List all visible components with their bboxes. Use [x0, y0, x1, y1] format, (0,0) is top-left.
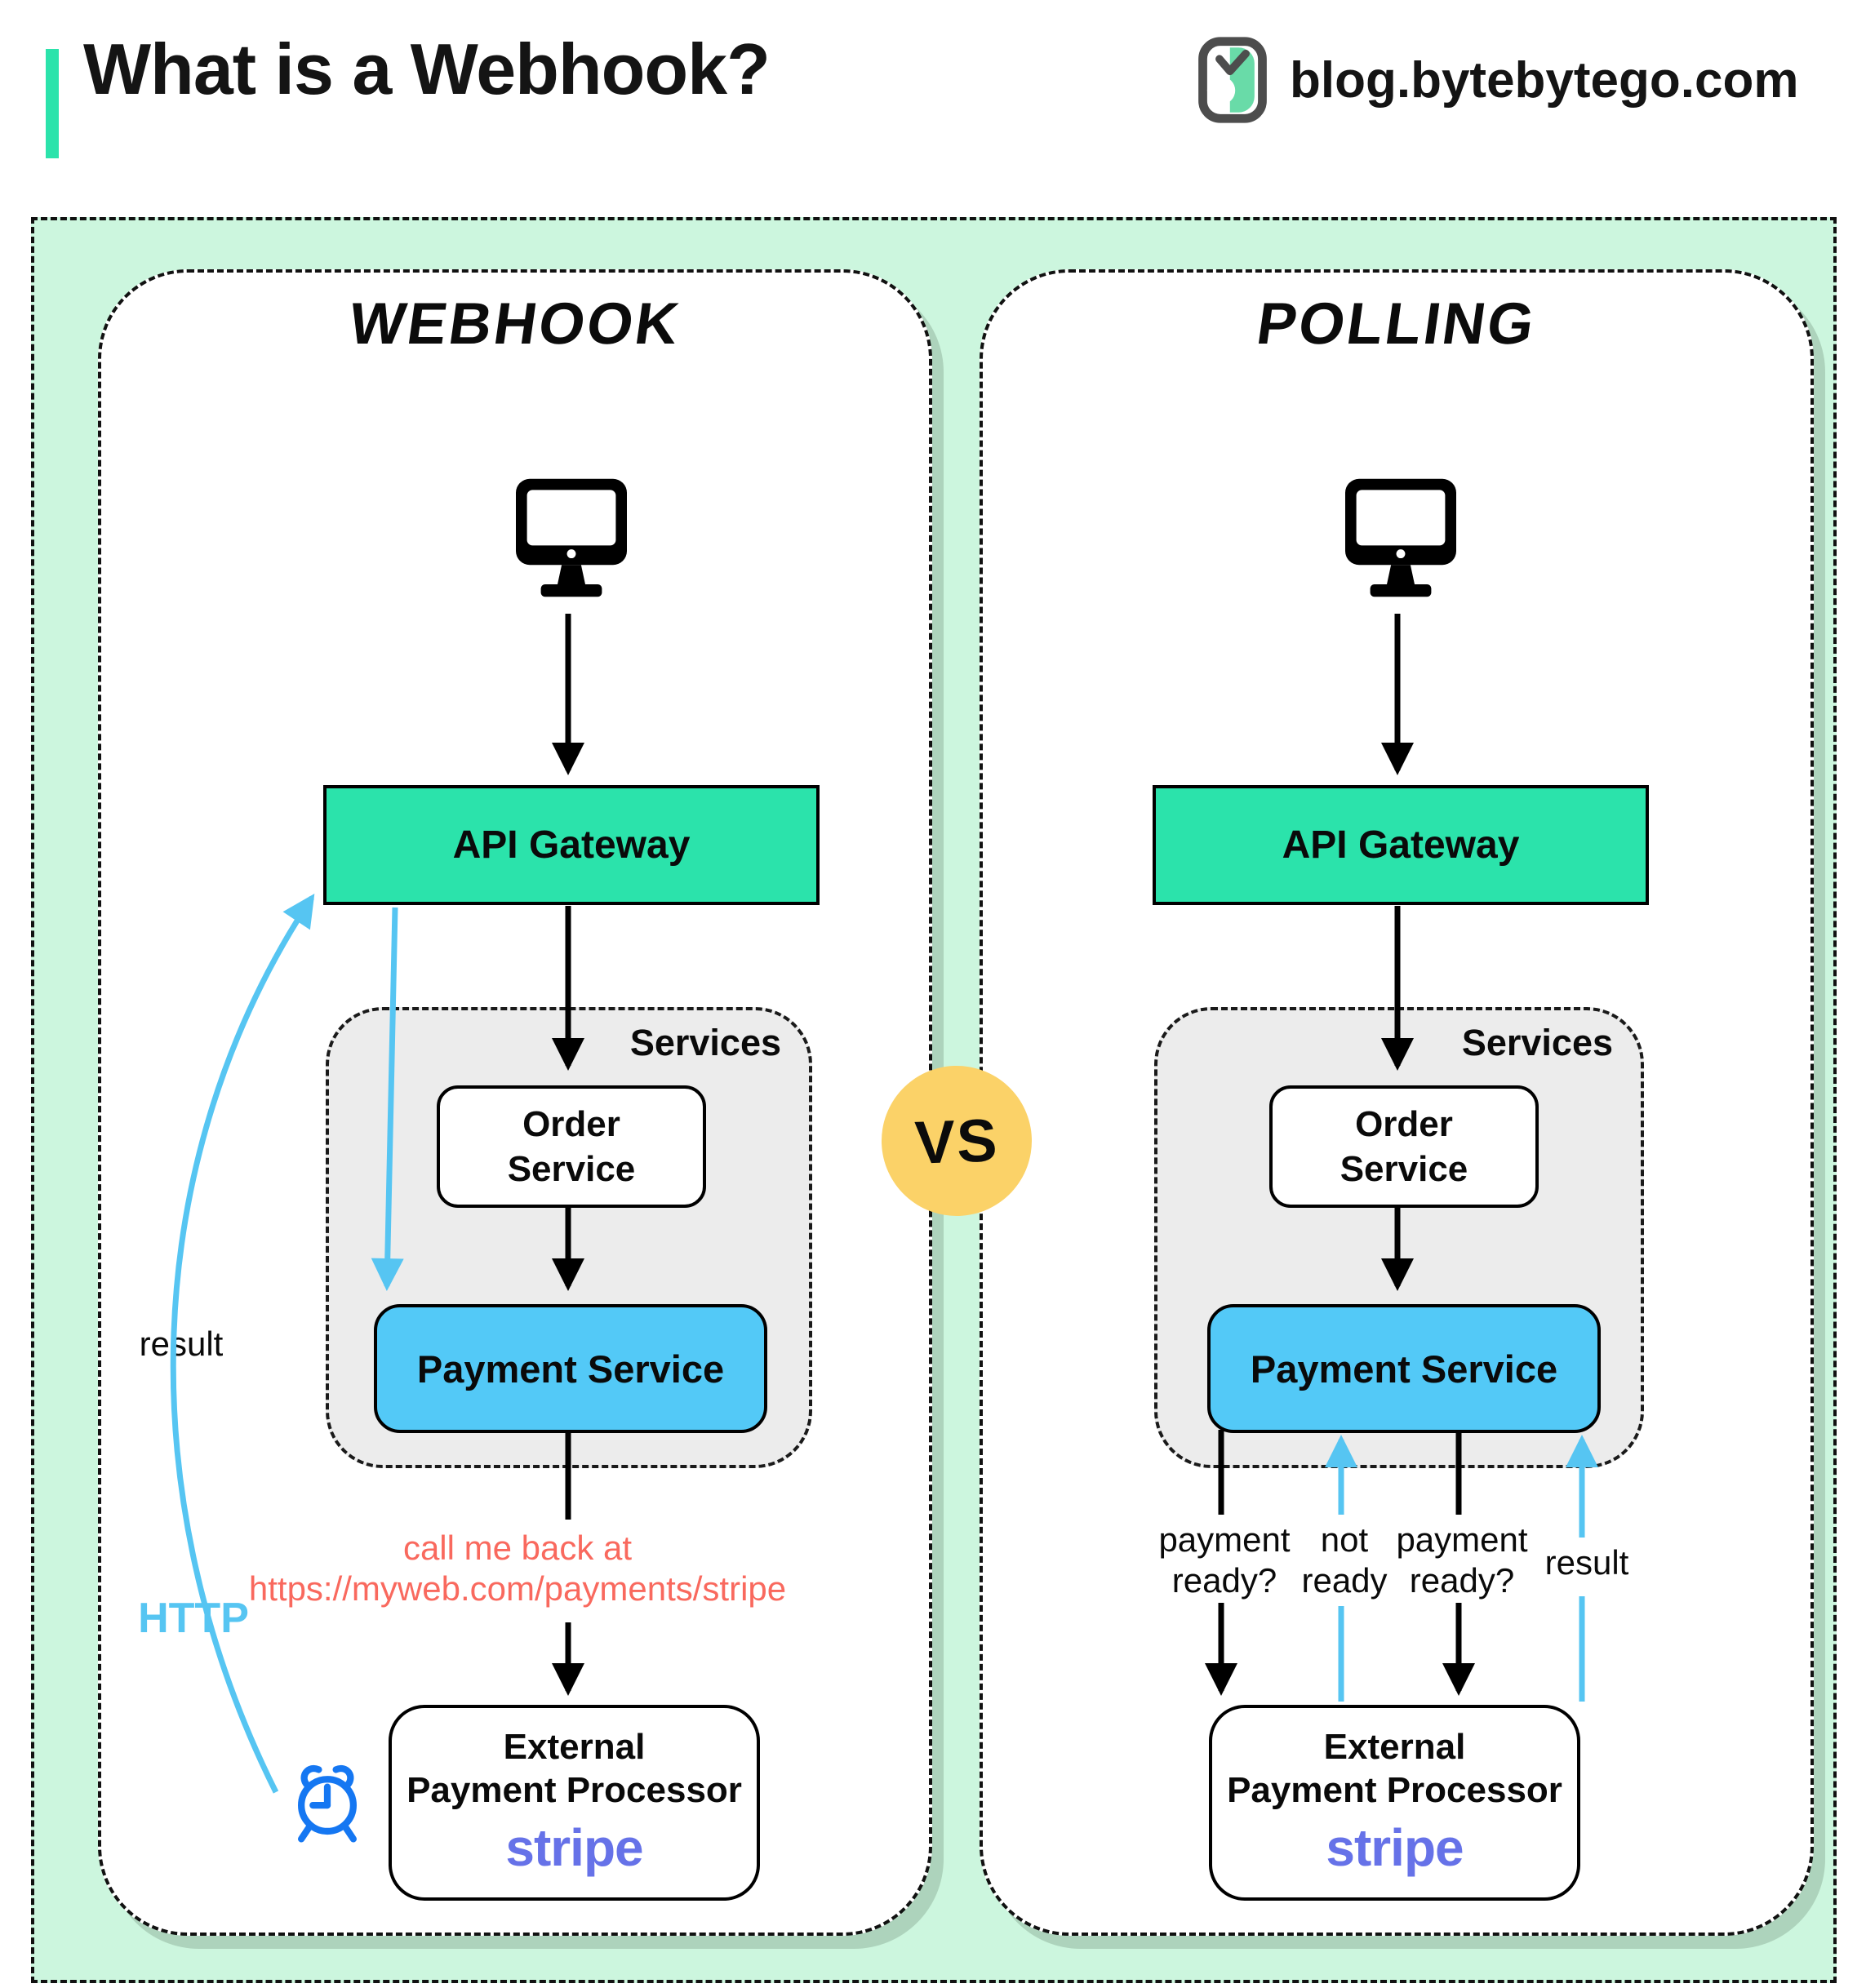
external-line2: Payment Processor: [1227, 1769, 1562, 1810]
result-label: result: [139, 1325, 224, 1363]
poll-label-payment-ready-1: payment ready?: [1158, 1520, 1291, 1600]
brand: blog.bytebytego.com: [1197, 36, 1798, 124]
external-line1: External: [503, 1726, 646, 1767]
payment-service-box: Payment Service: [1207, 1304, 1601, 1433]
title-accent-bar: [46, 49, 59, 158]
services-label: Services: [629, 1022, 781, 1063]
page-title: What is a Webhook?: [83, 29, 771, 109]
stripe-wordmark: stripe: [1326, 1818, 1464, 1878]
panel-title-polling: Polling: [1252, 291, 1541, 357]
http-label: HTTP: [138, 1595, 249, 1642]
api-gateway-box: API Gateway: [323, 785, 820, 905]
desktop-computer-icon: [502, 468, 641, 617]
services-group: Services Order Service Payment Service: [326, 1007, 812, 1468]
panel-polling: Polling API Gateway Services Order Servi…: [980, 269, 1814, 1936]
poll-label-result: result: [1544, 1543, 1629, 1582]
callback-line1: call me back at: [402, 1529, 633, 1567]
order-service-box: Order Service: [1269, 1085, 1539, 1208]
payment-service-box: Payment Service: [374, 1304, 767, 1433]
callback-line2: https://myweb.com/payments/stripe: [248, 1569, 787, 1609]
services-label: Services: [1461, 1022, 1613, 1063]
external-processor-box: External Payment Processor stripe: [389, 1705, 760, 1901]
api-gateway-box: API Gateway: [1153, 785, 1649, 905]
external-line2: Payment Processor: [407, 1769, 742, 1810]
order-service-box: Order Service: [437, 1085, 706, 1208]
site-url: blog.bytebytego.com: [1290, 51, 1799, 109]
poll-label-not-ready: not ready: [1301, 1520, 1388, 1600]
bytebytego-logo-icon: [1197, 36, 1268, 124]
alarm-clock-icon: [279, 1751, 375, 1848]
stripe-wordmark: stripe: [505, 1818, 643, 1878]
panel-title-webhook: Webhook: [344, 291, 686, 357]
panel-webhook: Webhook API Gateway Services Order Servi…: [98, 269, 932, 1936]
callback-annotation: call me back at https://myweb.com/paymen…: [150, 1528, 885, 1610]
external-line1: External: [1323, 1726, 1466, 1767]
desktop-computer-icon: [1331, 468, 1470, 617]
poll-label-payment-ready-2: payment ready?: [1396, 1520, 1528, 1600]
external-processor-box: External Payment Processor stripe: [1209, 1705, 1580, 1901]
services-group: Services Order Service Payment Service: [1154, 1007, 1644, 1468]
